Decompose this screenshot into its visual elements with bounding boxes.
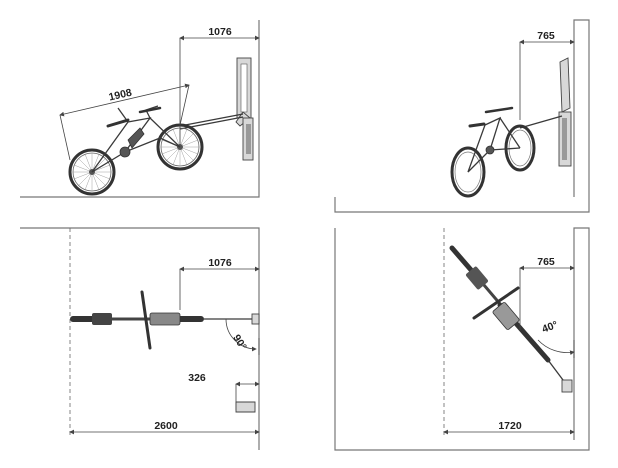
dim-wall-offset-label-br: 765 — [537, 256, 555, 268]
wall-rack-angled — [561, 379, 573, 393]
panel-top-view-90: 90° 1076 326 2600 — [20, 227, 260, 450]
wall-outline-bottom-right — [334, 227, 590, 451]
dim-wall-offset-label: 1076 — [208, 26, 232, 38]
support-arm — [179, 113, 244, 127]
bike-side — [68, 105, 204, 196]
wall-rack-top — [251, 313, 260, 325]
panel-side-view-angled: 765 — [334, 19, 590, 213]
dim-wall-offset-label-bl: 1076 — [208, 257, 232, 269]
folded-rack — [235, 401, 256, 413]
dim-total-width-label-br: 1720 — [498, 420, 522, 432]
dim-total-width-label: 2600 — [154, 420, 178, 432]
wall-rack-right — [558, 57, 572, 167]
floor-wall-outline-right — [334, 19, 590, 213]
angle-40-label: 40° — [540, 319, 559, 336]
wall-outline-bottom-left — [20, 227, 260, 450]
support-arm-right — [519, 115, 563, 129]
panel-top-view-40: 765 40° 1720 — [334, 227, 590, 451]
wall-rack — [235, 57, 254, 161]
floor-wall-outline — [20, 20, 260, 198]
bike-top-view-angled — [449, 245, 551, 363]
dim-wall-offset-label-right: 765 — [537, 30, 555, 42]
panel-side-view-horizontal: 1076 1908 — [20, 20, 260, 198]
bike-angled — [450, 106, 536, 198]
dim-rack-depth-label: 326 — [188, 372, 206, 384]
angle-90-label: 90° — [230, 332, 249, 352]
dim-bike-length-label: 1908 — [108, 87, 134, 104]
bike-top-view — [70, 290, 204, 350]
